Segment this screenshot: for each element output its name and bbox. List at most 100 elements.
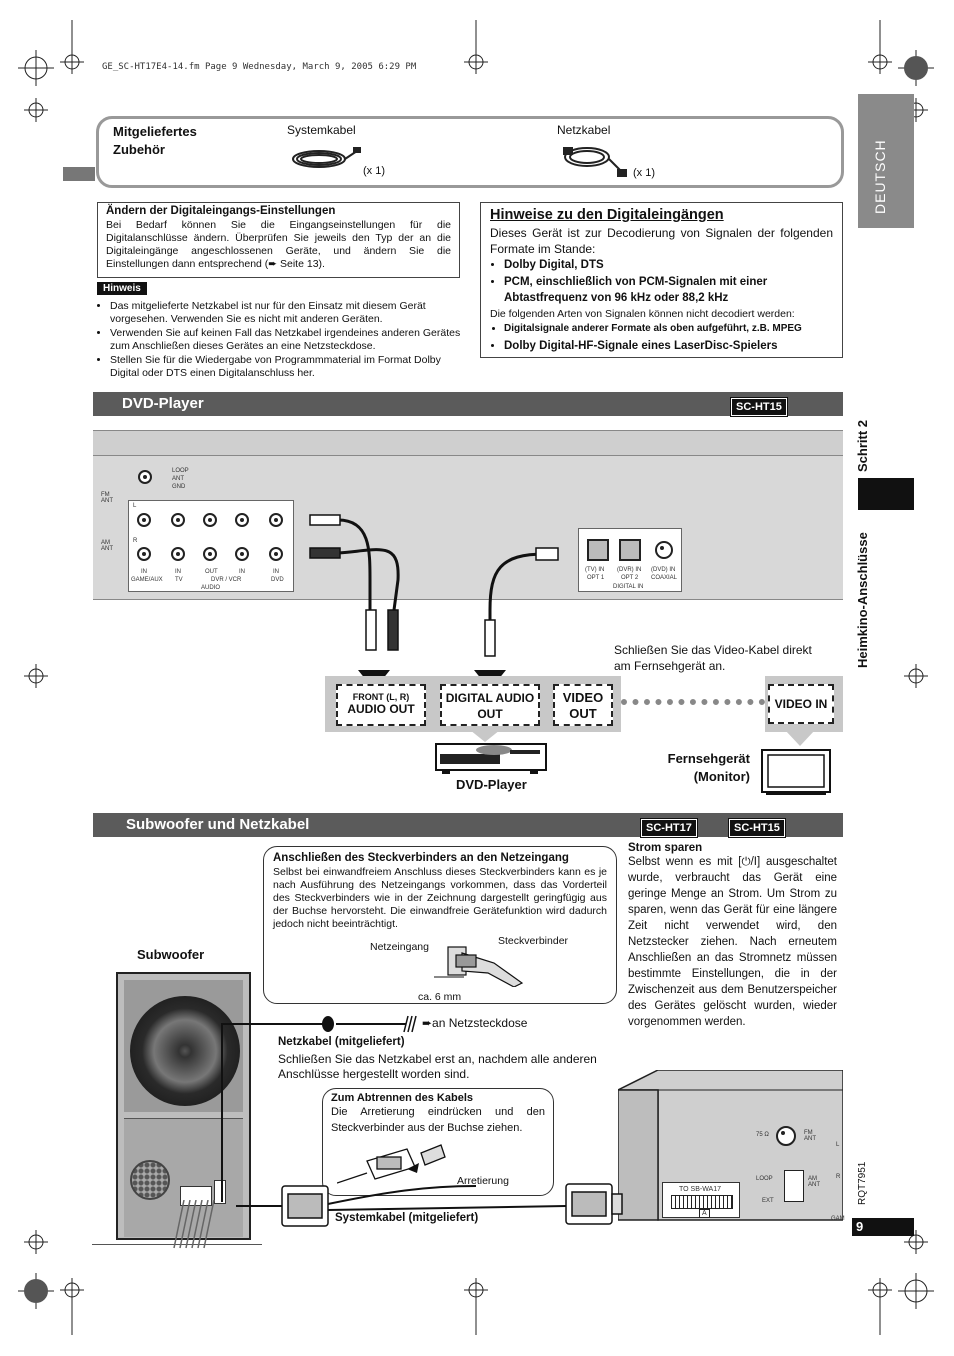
hinweis-badge: Hinweis [97, 282, 147, 295]
connector-drawing-icon [434, 946, 524, 987]
tv-label-text: Fernsehgerät (Monitor) [667, 751, 750, 784]
video-note: Schließen Sie das Video-Kabel direkt am … [614, 643, 812, 673]
dvr-in-l-jack [235, 513, 249, 527]
power-cable-icon [221, 1015, 417, 1202]
supported-format: Dolby Digital, DTS [504, 257, 833, 273]
netzkabel-title: Netzkabel (mitgeliefert) [278, 1036, 405, 1048]
dvd-player-icon [435, 743, 547, 774]
tv-l-jack [171, 513, 185, 527]
unsupported-format: Digitalsignale anderer Formate als oben … [504, 321, 833, 337]
dvd-l-jack [269, 513, 283, 527]
systemkabel-qty: (x 1) [363, 165, 385, 177]
subwoofer-speaker-terminals [180, 1186, 212, 1206]
a-mark-label: A [699, 1209, 710, 1218]
connector-body: Selbst bei einwandfreiem Anschluss diese… [273, 866, 607, 930]
opt2-label: OPT 2 [621, 575, 639, 581]
audio-out-top-text: FRONT (L, R) [352, 692, 410, 702]
systemkabel-label: Systemkabel [287, 123, 356, 137]
l-label: L [133, 503, 137, 509]
remove-cable-body: Die Arretierung eindrücken und den Steck… [331, 1106, 545, 1134]
r-label: R [133, 538, 138, 544]
accessories-box: Mitgeliefertes Zubehör Systemkabel (x 1)… [96, 116, 844, 188]
remove-cable-drawing-icon [337, 1144, 446, 1184]
section-label: Heimkino-Anschlüsse [855, 532, 870, 668]
dvd-connector-arrow-icon [470, 730, 500, 742]
power-saving-body: Selbst wenn es mit [⏻/I] ausgeschaltet w… [628, 856, 837, 1028]
dvr-in-label: (DVR) IN [617, 567, 642, 573]
video-out-text: VIDEO OUT [562, 690, 604, 721]
loop-label: LOOP [756, 1176, 773, 1182]
dvd-section-badge: SC-HT15 [730, 397, 788, 417]
out-label: OUT [205, 569, 218, 575]
digital-settings-title: Ändern der Digitaleingangs-Einstellungen [106, 205, 336, 217]
game-aux-label: GAME/AUX [131, 577, 163, 583]
fm-ant-label: FM ANT [101, 492, 113, 504]
dvd-player-label: DVD-Player [456, 777, 527, 792]
hinweis-item: Das mitgelieferte Netzkabel ist nur für … [110, 300, 462, 326]
accessories-title: Mitgeliefertes Zubehör [113, 124, 197, 157]
digital-inputs-title: Hinweise zu den Digitaleingängen [490, 207, 724, 223]
antenna-block: FM ANT AM ANT [93, 470, 125, 578]
dvd-in-label: (DVD) IN [651, 567, 676, 573]
audio-out-text: AUDIO OUT [347, 702, 415, 716]
tv-monitor-icon [761, 749, 831, 795]
steckverbinder-label: Steckverbinder [498, 935, 569, 947]
dvd-section-title: DVD-Player [122, 395, 204, 412]
file-header-line: GE_SC-HT17E4-14.fm Page 9 Wednesday, Mar… [102, 62, 417, 72]
tv-label: TV [175, 577, 183, 583]
language-tab: DEUTSCH [858, 94, 914, 228]
gnd-terminal [138, 470, 152, 484]
subwoofer-drawing [116, 972, 251, 1240]
ext-label: EXT [762, 1198, 774, 1204]
speaker-wires-icon [173, 1200, 215, 1249]
step-marker [858, 478, 914, 510]
doc-code: RQT7951 [857, 1161, 868, 1205]
system-cable-drawing-icon [236, 1183, 623, 1227]
audio-in-panel: L R IN IN OUT IN IN GAME/AUX TV DVR / VC… [128, 500, 294, 592]
accessories-left-bar [63, 167, 95, 181]
step-label: Schritt 2 [855, 419, 870, 472]
dvd-r-jack [269, 547, 283, 561]
hinweis-item: Stellen Sie für die Wiedergabe von Progr… [110, 354, 462, 380]
sc-ht15-badge: SC-HT15 [728, 818, 786, 838]
system-socket [671, 1195, 733, 1209]
unsupported-intro: Die folgenden Arten von Signalen können … [490, 308, 795, 320]
in-label: IN [175, 569, 181, 575]
tv-connector-arrow-icon [785, 730, 815, 746]
hinweis-item: Verwenden Sie auf keinen Fall das Netzka… [110, 327, 462, 353]
connector-box: Anschließen des Steckverbinders an den N… [263, 846, 617, 1004]
netzkabel-body: Schließen Sie das Netzkabel erst an, nac… [278, 1052, 597, 1081]
in-label: IN [273, 569, 279, 575]
digital-inputs-box: Hinweise zu den Digitaleingängen Dieses … [480, 202, 843, 358]
gnd-block: LOOP ANT GND [138, 468, 198, 496]
subwoofer-section-bar: Subwoofer und Netzkabel [93, 813, 843, 837]
system-socket-panel: TO SB-WA17 A [662, 1182, 740, 1218]
audio-label: AUDIO [201, 585, 221, 591]
ant-label: ANT [172, 476, 184, 482]
coaxial-jack [655, 541, 673, 559]
video-dotted-link [621, 699, 765, 705]
fm-ant-jack [776, 1126, 796, 1146]
game-aux-r-jack [137, 547, 151, 561]
language-label: DEUTSCH [872, 139, 888, 214]
netzkabel-label: Netzkabel [557, 123, 611, 137]
gnd-label: GND [172, 484, 186, 490]
digital-in-label: DIGITAL IN [613, 584, 644, 590]
netzeingang-label: Netzeingang [370, 941, 429, 953]
unsupported-format: Dolby Digital-HF-Signale eines LaserDisc… [504, 338, 833, 354]
subwoofer-floor-line [92, 1244, 262, 1245]
subwoofer-vent [130, 1160, 170, 1200]
netzkabel-qty: (x 1) [633, 167, 655, 179]
in-label: IN [239, 569, 245, 575]
main-unit-rear: TO SB-WA17 A 75 Ω FM ANT LOOP EXT AM ANT… [618, 1070, 845, 1240]
dvd-label: DVD [271, 577, 284, 583]
power-saving-title: Strom sparen [628, 842, 703, 854]
opt1-label: OPT 1 [587, 575, 605, 581]
video-out-port-label: VIDEO OUT [553, 684, 613, 726]
game-aux-l-jack [137, 513, 151, 527]
remove-cable-box: Zum Abtrennen des Kabels Die Arretierung… [322, 1088, 554, 1196]
gam-label: GAM [831, 1216, 845, 1222]
ca-6mm-label: ca. 6 mm [418, 991, 462, 1003]
arretierung-label: Arretierung [457, 1175, 509, 1187]
tv-label: Fernsehgerät (Monitor) [650, 750, 750, 786]
